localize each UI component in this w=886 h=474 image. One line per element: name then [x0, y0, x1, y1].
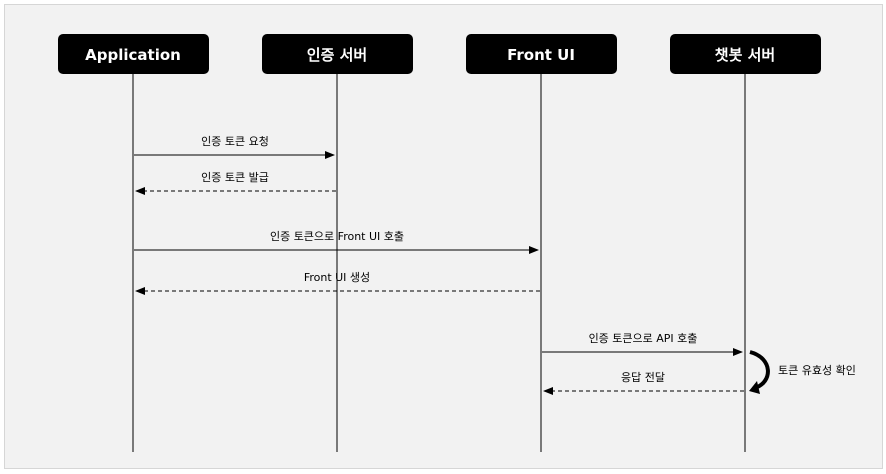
actor-label: 챗봇 서버 — [715, 46, 775, 64]
actor-label: Front UI — [507, 46, 575, 64]
actor-label: Application — [85, 46, 181, 64]
message-label: 인증 토큰 요청 — [201, 135, 269, 148]
message-label: 인증 토큰으로 Front UI 호출 — [270, 230, 404, 243]
message-label: Front UI 생성 — [304, 271, 370, 284]
actor-box-front — [466, 34, 617, 74]
self-check-label: 토큰 유효성 확인 — [778, 364, 856, 377]
self-check-curved-arrow — [749, 350, 770, 390]
actor-box-auth — [262, 34, 413, 74]
message-label: 인증 토큰 발급 — [201, 171, 269, 184]
actor-box-bot — [670, 34, 821, 74]
message-label: 응답 전달 — [621, 371, 665, 384]
self-check-arrowhead — [749, 381, 760, 394]
actor-label: 인증 서버 — [307, 46, 367, 64]
actor-box-app — [58, 34, 209, 74]
message-label: 인증 토큰으로 API 호출 — [589, 332, 698, 345]
